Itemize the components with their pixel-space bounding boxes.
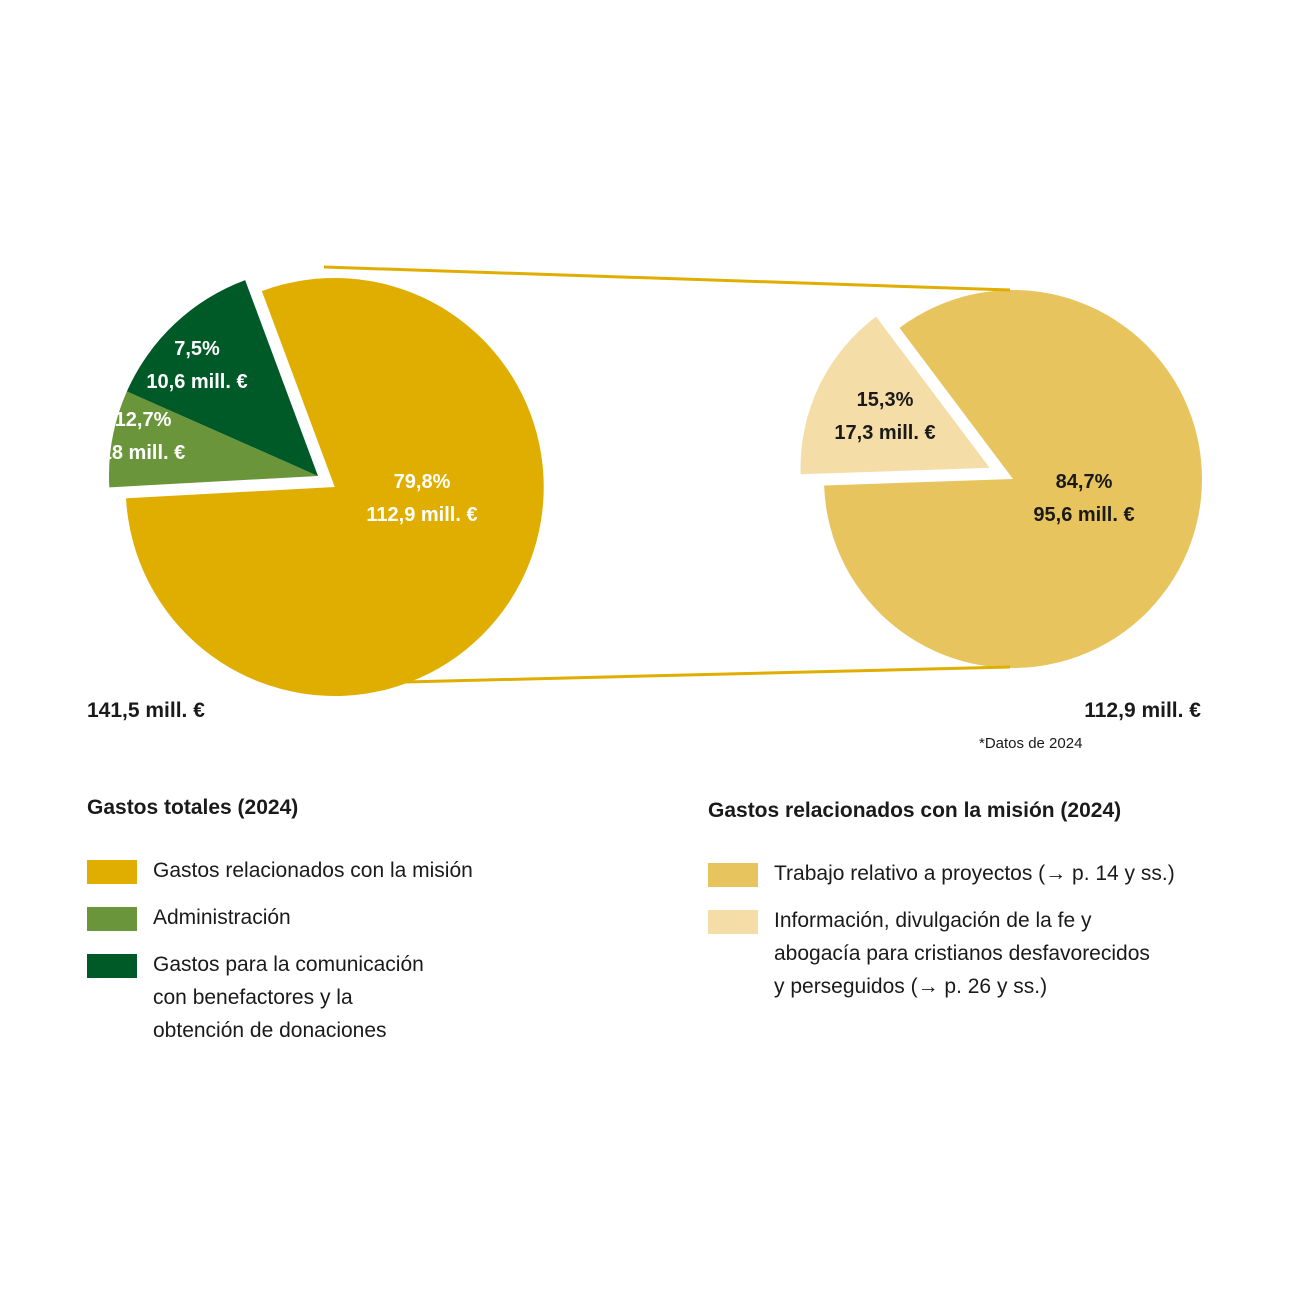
legend-item-information: Información, divulgación de la fe y abog… bbox=[708, 908, 1268, 1003]
pie-slice-information bbox=[800, 316, 990, 475]
slice-value-label-mission: 112,9 mill. € bbox=[366, 504, 477, 526]
footnote: *Datos de 2024 bbox=[979, 735, 1083, 752]
pie-slice-administration bbox=[109, 391, 319, 488]
pie-slice-communication bbox=[126, 280, 318, 476]
legend-swatch bbox=[87, 954, 137, 978]
mission-expenses-total-label: 112,9 mill. € bbox=[1084, 699, 1201, 722]
slice-percent-label-administration: 7,5% bbox=[174, 338, 220, 360]
legend-swatch bbox=[708, 863, 758, 887]
legend-label: Trabajo relativo a proyectos (→ p. 14 y … bbox=[774, 862, 1175, 885]
total-expenses-label: 141,5 mill. € bbox=[87, 699, 205, 722]
slice-percent-label-projects: 84,7% bbox=[1056, 471, 1113, 493]
legend-swatch bbox=[87, 860, 137, 884]
legend-item-communication: Gastos para la comunicación con benefact… bbox=[87, 952, 647, 1047]
slice-percent-label-mission: 79,8% bbox=[394, 471, 451, 493]
slice-percent-label-information: 15,3% bbox=[857, 389, 914, 411]
legend-item-projects: Trabajo relativo a proyectos (→ p. 14 y … bbox=[708, 861, 1268, 890]
pie-slice-mission bbox=[126, 277, 544, 696]
slice-value-label-communication: 18 mill. € bbox=[101, 442, 186, 464]
legend-title: Gastos relacionados con la misión (2024) bbox=[708, 799, 1122, 822]
legend-label: Administración bbox=[153, 906, 291, 929]
legend-mission-expenses: Gastos relacionados con la misión (2024)… bbox=[708, 799, 1268, 1021]
connector-line-top bbox=[323, 265, 1011, 292]
slice-value-label-projects: 95,6 mill. € bbox=[1033, 504, 1134, 526]
legend-item-administration: Administración bbox=[87, 905, 647, 934]
connector-line-bottom bbox=[323, 665, 1011, 686]
legend-label: Gastos relacionados con la misión bbox=[153, 859, 473, 882]
legend-total-expenses: Gastos totales (2024) Gastos relacionado… bbox=[87, 796, 647, 1065]
legend-title: Gastos totales (2024) bbox=[87, 796, 299, 819]
legend-item-mission: Gastos relacionados con la misión bbox=[87, 858, 647, 887]
pie-slice-projects bbox=[824, 290, 1202, 668]
slice-value-label-information: 17,3 mill. € bbox=[834, 422, 935, 444]
slice-value-label-administration: 10,6 mill. € bbox=[146, 371, 247, 393]
legend-label: Gastos para la comunicación con benefact… bbox=[153, 953, 424, 1042]
legend-label: Información, divulgación de la fe y abog… bbox=[774, 909, 1150, 998]
legend-swatch bbox=[708, 910, 758, 934]
legend-swatch bbox=[87, 907, 137, 931]
slice-percent-label-communication: 12,7% bbox=[115, 409, 172, 431]
